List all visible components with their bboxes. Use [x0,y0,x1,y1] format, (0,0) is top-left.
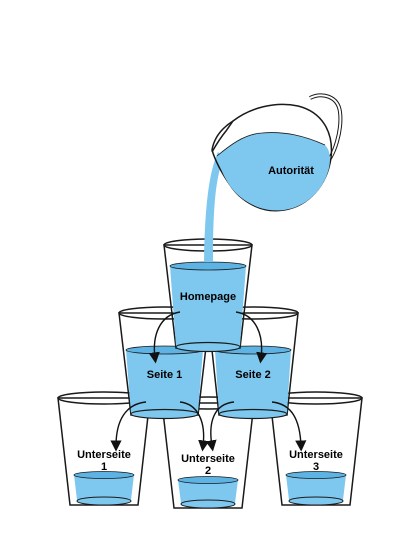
arrow-homepage-to-seite-1 [148,311,181,364]
arrow-seite-1-to-unterseite-2 [179,401,210,452]
water-stream [204,152,224,262]
glass-unterseite-3: Unterseite 3 [269,391,363,506]
seite-2-label: Seite 2 [235,369,270,381]
glass-seite-2: Seite 2 [207,306,299,420]
unterseite-2-label: Unterseite [181,453,235,465]
unterseite-2-number: 2 [205,465,211,477]
homepage-label: Homepage [180,291,236,303]
unterseite-3-number: 3 [313,461,319,473]
pitcher: Autorität [211,93,343,212]
flow-arrows [110,311,307,452]
glass-unterseite-1: Unterseite 1 [57,391,151,506]
unterseite-1-label: Unterseite [77,449,131,461]
seite-1-label: Seite 1 [147,369,182,381]
unterseite-1-number: 1 [101,461,107,473]
arrow-seite-2-to-unterseite-3 [271,401,307,452]
pitcher-label: Autorität [268,165,314,177]
arrow-seite-2-to-unterseite-2 [205,401,235,452]
glass-seite-1: Seite 1 [118,306,211,420]
unterseite-3-label: Unterseite [289,449,343,461]
glass-unterseite-2: Unterseite 2 [161,396,255,509]
arrow-homepage-to-seite-2 [235,311,268,364]
arrow-seite-1-to-unterseite-1 [110,401,147,452]
